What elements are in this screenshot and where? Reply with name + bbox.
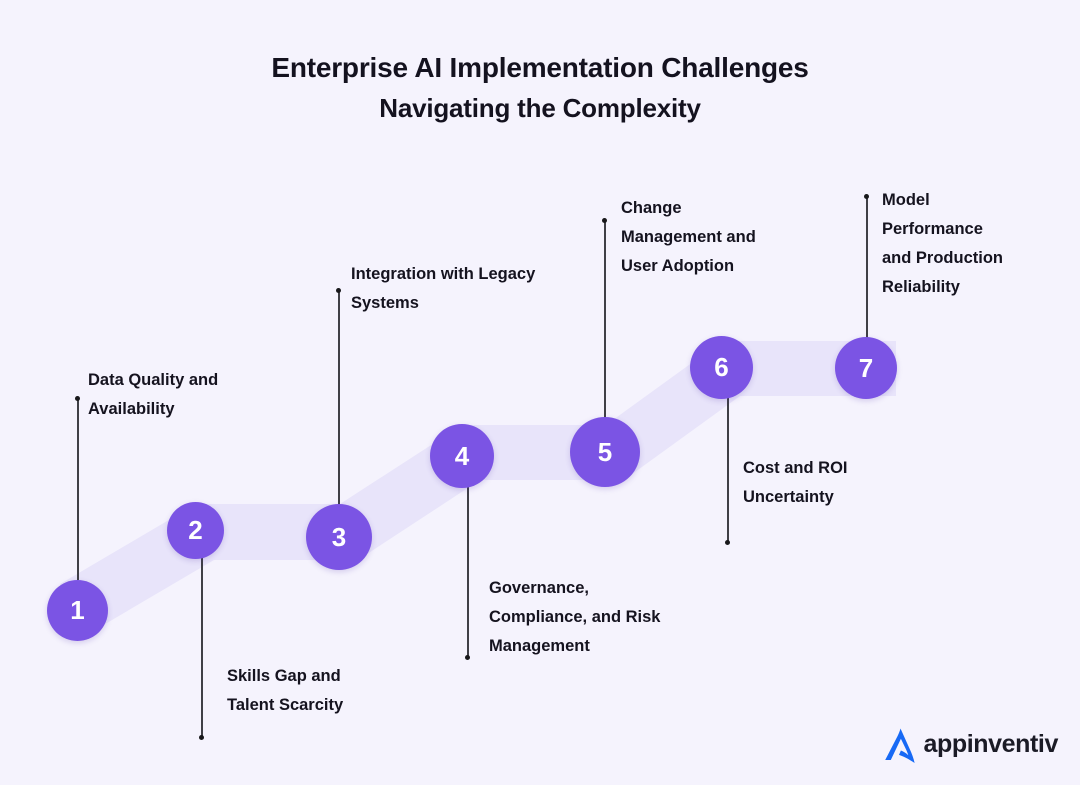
connector-dot-4 bbox=[465, 655, 470, 660]
step-node-4-number: 4 bbox=[454, 440, 470, 471]
step-node-5-number: 5 bbox=[597, 436, 613, 467]
step-node-5[interactable]: 5 bbox=[570, 417, 640, 487]
step-label-4: Governance, Compliance, and Risk Managem… bbox=[489, 579, 661, 655]
connector-line-4 bbox=[467, 466, 469, 657]
appinventiv-mark-icon bbox=[885, 728, 916, 763]
connector-line-5 bbox=[604, 221, 606, 422]
connector-dot-7 bbox=[864, 194, 869, 199]
connector-line-6 bbox=[727, 380, 729, 543]
appinventiv-wordmark: appinventiv bbox=[923, 729, 1058, 758]
step-label-7: Model Performance and Production Reliabi… bbox=[882, 191, 1003, 296]
step-node-1[interactable]: 1 bbox=[47, 580, 108, 641]
step-node-4[interactable]: 4 bbox=[430, 424, 494, 488]
step-node-2-number: 2 bbox=[188, 515, 203, 545]
step-node-2[interactable]: 2 bbox=[167, 502, 224, 559]
step-label-6: Cost and ROI Uncertainty bbox=[743, 459, 848, 506]
step-node-7[interactable]: 7 bbox=[835, 337, 897, 399]
connector-line-7 bbox=[866, 197, 868, 340]
connector-dot-5 bbox=[602, 218, 607, 223]
connector-line-1 bbox=[77, 398, 79, 580]
step-label-5: Change Management and User Adoption bbox=[621, 199, 756, 275]
appinventiv-logo[interactable]: appinventiv bbox=[880, 725, 1058, 763]
step-label-2: Skills Gap and Talent Scarcity bbox=[227, 667, 344, 714]
step-label-1: Data Quality and Availability bbox=[88, 371, 219, 418]
step-node-1-number: 1 bbox=[70, 595, 85, 625]
step-node-7-number: 7 bbox=[858, 352, 874, 383]
step-node-3[interactable]: 3 bbox=[306, 504, 372, 570]
connector-dot-1 bbox=[75, 396, 80, 401]
page-title: Enterprise AI Implementation Challenges … bbox=[0, 48, 1080, 128]
title-line-2: Navigating the Complexity bbox=[379, 93, 701, 123]
step-node-6-number: 6 bbox=[714, 352, 729, 382]
title-line-1: Enterprise AI Implementation Challenges bbox=[271, 52, 809, 83]
step-label-3: Integration with Legacy Systems bbox=[351, 265, 536, 312]
connector-dot-2 bbox=[199, 735, 204, 740]
connector-line-3 bbox=[338, 291, 340, 507]
connector-dot-6 bbox=[725, 540, 730, 545]
step-node-6[interactable]: 6 bbox=[690, 336, 753, 399]
connector-dot-3 bbox=[336, 288, 341, 293]
step-node-3-number: 3 bbox=[331, 521, 347, 552]
connector-line-2 bbox=[201, 546, 203, 737]
